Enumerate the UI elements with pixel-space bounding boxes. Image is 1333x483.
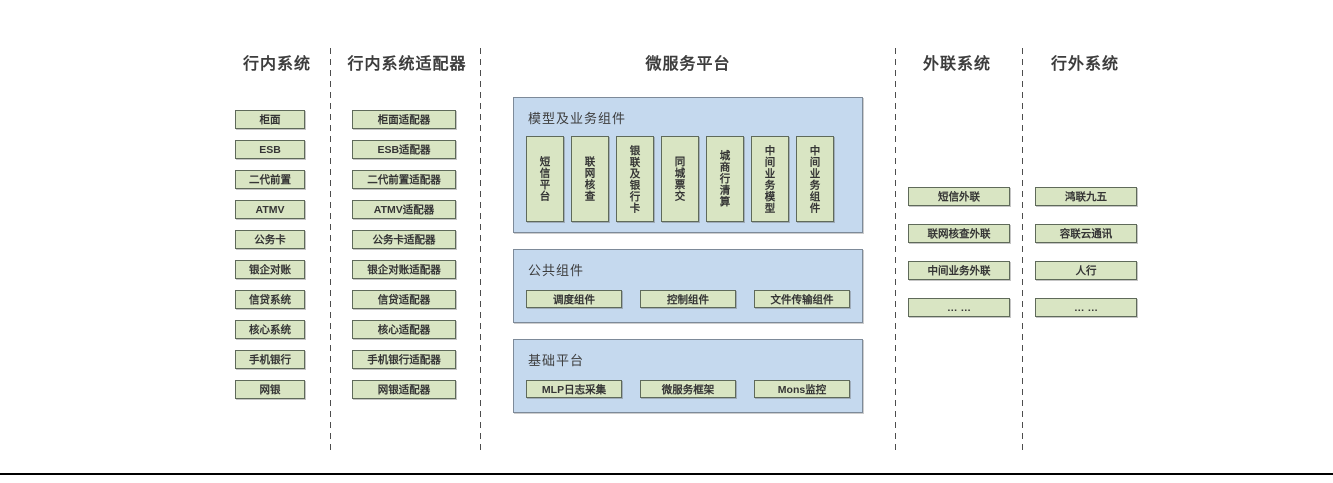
model-business-components-section: 模型及业务组件 短信平台联网核查银联及银行卡同城票交城商行清算中间业务模型中间业… <box>513 97 863 233</box>
adapter-box: ESB适配器 <box>352 140 456 159</box>
section-title-common-components: 公共组件 <box>528 263 585 278</box>
outside-system-box: 鸿联九五 <box>1035 187 1137 206</box>
adapter-box: 手机银行适配器 <box>352 350 456 369</box>
column-divider <box>330 48 331 450</box>
external-link-systems-list: 短信外联联网核查外联中间业务外联 … … <box>908 187 1010 317</box>
model-component-box: 中间业务模型 <box>751 136 789 222</box>
internal-system-box: 核心系统 <box>235 320 305 339</box>
section-title-model-business-components: 模型及业务组件 <box>528 111 627 126</box>
section-title-base-platform: 基础平台 <box>528 353 585 368</box>
internal-system-box: 信贷系统 <box>235 290 305 309</box>
outside-system-box: 人行 <box>1035 261 1137 280</box>
model-component-box: 城商行清算 <box>706 136 744 222</box>
outside-system-box: 容联云通讯 <box>1035 224 1137 243</box>
column-title-internal-systems: 行内系统 <box>242 56 311 73</box>
adapter-box: 网银适配器 <box>352 380 456 399</box>
base-platform-list: MLP日志采集微服务框架 Mons监控 <box>526 380 850 398</box>
adapter-box: 核心适配器 <box>352 320 456 339</box>
common-components-list: 调度组件控制组件文件传输组件 <box>526 290 850 308</box>
internal-system-box: 二代前置 <box>235 170 305 189</box>
internal-system-box: 网银 <box>235 380 305 399</box>
internal-system-box: ATMV <box>235 200 305 219</box>
outside-system-box: … … <box>1035 298 1137 317</box>
adapter-box: ATMV适配器 <box>352 200 456 219</box>
column-title-microservice-platform: 微服务平台 <box>645 56 731 73</box>
bottom-border-line <box>0 473 1333 475</box>
column-divider <box>895 48 896 450</box>
base-platform-box: 微服务框架 <box>640 380 736 398</box>
base-platform-box: Mons监控 <box>754 380 850 398</box>
base-platform-box: MLP日志采集 <box>526 380 622 398</box>
adapter-box: 公务卡适配器 <box>352 230 456 249</box>
common-components-section: 公共组件 调度组件控制组件文件传输组件 <box>513 249 863 323</box>
column-title-outside-systems: 行外系统 <box>1050 56 1119 73</box>
external-system-box: 中间业务外联 <box>908 261 1010 280</box>
model-component-box: 短信平台 <box>526 136 564 222</box>
column-title-external-link-systems: 外联系统 <box>922 56 991 73</box>
common-component-box: 控制组件 <box>640 290 736 308</box>
internal-system-box: 手机银行 <box>235 350 305 369</box>
model-component-box: 同城票交 <box>661 136 699 222</box>
column-divider <box>1022 48 1023 450</box>
internal-adapters-list: 柜面适配器 ESB适配器二代前置适配器 ATMV适配器公务卡适配器银企对账适配器信贷… <box>352 110 456 399</box>
model-component-box: 银联及银行卡 <box>616 136 654 222</box>
internal-system-box: ESB <box>235 140 305 159</box>
internal-system-box: 公务卡 <box>235 230 305 249</box>
model-components-list: 短信平台联网核查银联及银行卡同城票交城商行清算中间业务模型中间业务组件 <box>526 136 834 222</box>
common-component-box: 调度组件 <box>526 290 622 308</box>
adapter-box: 银企对账适配器 <box>352 260 456 279</box>
adapter-box: 信贷适配器 <box>352 290 456 309</box>
external-system-box: 联网核查外联 <box>908 224 1010 243</box>
internal-systems-list: 柜面 ESB 二代前置 ATMV 公务卡银企对账信贷系统核心系统手机银行网银 <box>235 110 305 399</box>
adapter-box: 二代前置适配器 <box>352 170 456 189</box>
model-component-box: 中间业务组件 <box>796 136 834 222</box>
internal-system-box: 柜面 <box>235 110 305 129</box>
external-system-box: 短信外联 <box>908 187 1010 206</box>
column-divider <box>480 48 481 450</box>
common-component-box: 文件传输组件 <box>754 290 850 308</box>
adapter-box: 柜面适配器 <box>352 110 456 129</box>
model-component-box: 联网核查 <box>571 136 609 222</box>
internal-system-box: 银企对账 <box>235 260 305 279</box>
external-system-box: … … <box>908 298 1010 317</box>
column-title-internal-adapters: 行内系统适配器 <box>347 56 467 73</box>
outside-systems-list: 鸿联九五容联云通讯人行 … … <box>1035 187 1137 317</box>
base-platform-section: 基础平台 MLP日志采集微服务框架 Mons监控 <box>513 339 863 413</box>
